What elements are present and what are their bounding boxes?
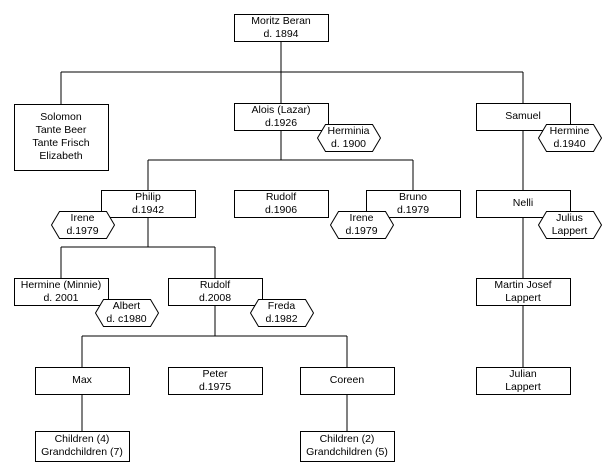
person-box-solomon: [14, 104, 109, 171]
person-box-coreen-children: [300, 431, 395, 462]
person-box-rudolf2: [168, 278, 263, 306]
spouse-hexagon-albert: [94, 299, 160, 327]
person-box-martin: [476, 278, 571, 306]
person-box-alois: [234, 103, 329, 131]
spouse-hexagon-irene-philip: [50, 211, 116, 239]
person-box-max-children: [35, 431, 130, 462]
spouse-hexagon-freda: [249, 299, 315, 327]
person-box-julian: [476, 367, 571, 395]
person-box-moritz: [234, 14, 329, 42]
person-box-rudolf1: [234, 190, 329, 218]
spouse-hexagon-hermine-1940: [537, 124, 603, 152]
person-box-peter: [168, 367, 263, 395]
spouse-hexagon-irene-bruno: [329, 211, 395, 239]
person-box-max: [35, 367, 130, 395]
spouse-hexagon-herminia: [316, 124, 382, 152]
person-box-philip: [101, 190, 196, 218]
person-box-hermine-minnie: [14, 278, 109, 306]
spouse-hexagon-julius: [537, 211, 603, 239]
person-box-coreen: [300, 367, 395, 395]
